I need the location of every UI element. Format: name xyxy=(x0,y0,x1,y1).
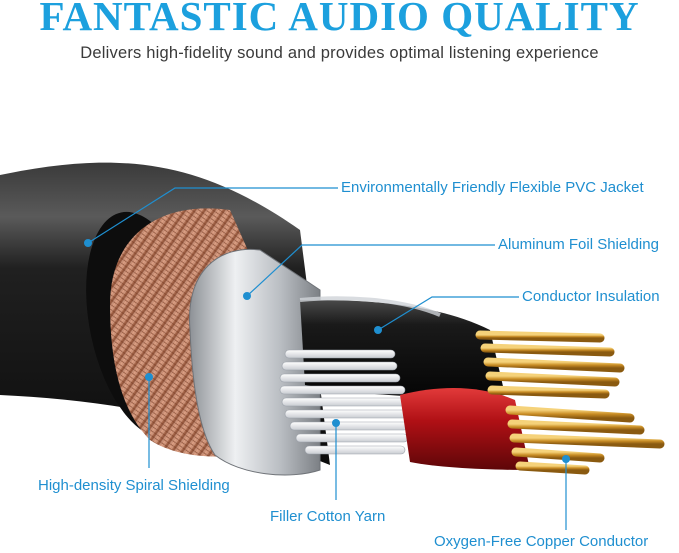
page-subtitle: Delivers high-fidelity sound and provide… xyxy=(80,44,599,62)
aluminum-foil xyxy=(189,248,321,476)
callout-pvc-jacket: Environmentally Friendly Flexible PVC Ja… xyxy=(341,179,644,196)
callout-filler-yarn: Filler Cotton Yarn xyxy=(270,508,386,525)
red-insulation xyxy=(400,388,530,470)
callout-conductor-insulation: Conductor Insulation xyxy=(522,288,660,305)
callout-spiral-shielding: High-density Spiral Shielding xyxy=(38,477,230,494)
callout-foil-shielding: Aluminum Foil Shielding xyxy=(498,236,659,253)
black-insulation xyxy=(300,300,505,397)
copper-wires-lower xyxy=(505,405,665,475)
copper-wires-upper xyxy=(475,330,625,399)
callout-leaders xyxy=(87,187,567,530)
page-title: FANTASTIC AUDIO QUALITY xyxy=(39,0,640,39)
callout-dots xyxy=(84,239,570,463)
callout-copper-conductor: Oxygen-Free Copper Conductor xyxy=(434,533,649,550)
filler-strands xyxy=(279,349,409,455)
